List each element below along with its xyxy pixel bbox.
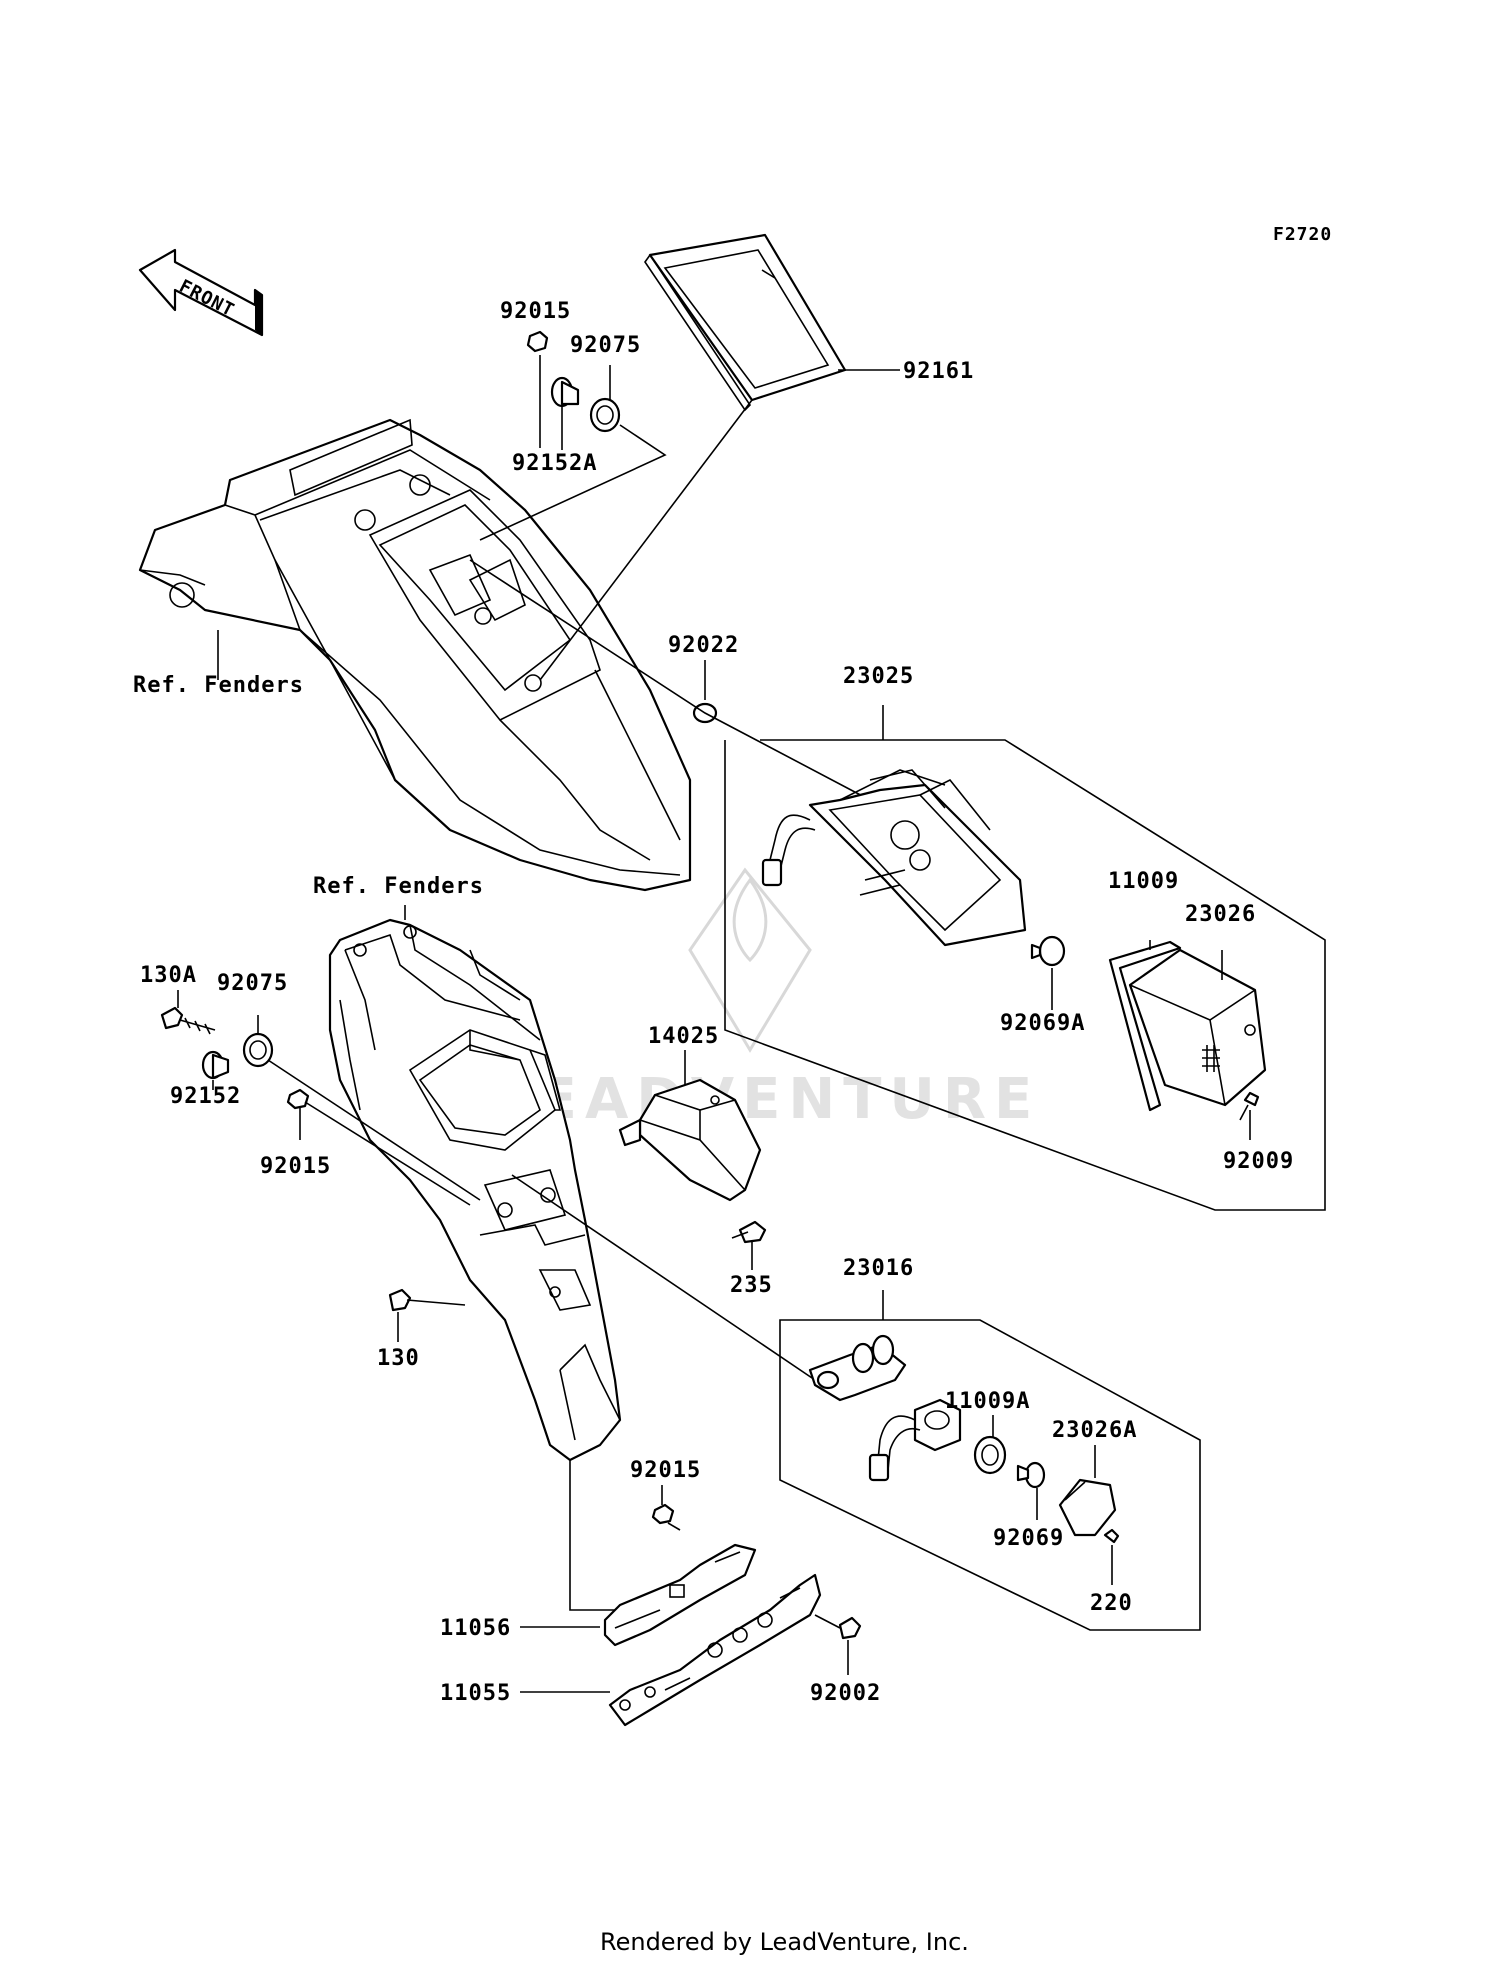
label-92069: 92069 xyxy=(993,1526,1064,1551)
reflector-frame-92161 xyxy=(644,233,847,412)
label-23025: 23025 xyxy=(843,664,914,689)
label-11009: 11009 xyxy=(1108,869,1179,894)
label-23026: 23026 xyxy=(1185,902,1256,927)
label-92152A: 92152A xyxy=(512,451,597,476)
upper-rear-fender xyxy=(138,418,692,892)
leader-washer-line xyxy=(469,559,871,801)
leader-grommet-to-fender xyxy=(479,424,667,541)
label-92015-bot: 92015 xyxy=(630,1458,701,1483)
label-92015-top: 92015 xyxy=(500,299,571,324)
leader-frame-to-fender xyxy=(539,399,753,681)
label-92152: 92152 xyxy=(170,1084,241,1109)
footer-credit: Rendered by LeadVenture, Inc. xyxy=(600,1928,969,1956)
gasket-11009 xyxy=(1108,940,1182,1112)
label-130: 130 xyxy=(377,1346,420,1371)
gasket-11009A xyxy=(973,1435,1007,1475)
label-92161: 92161 xyxy=(903,359,974,384)
label-92075-top: 92075 xyxy=(570,333,641,358)
callout-labels: 92015 92075 92152A 92161 92022 23025 110… xyxy=(133,299,1294,1706)
nut-92015-top xyxy=(526,330,549,353)
label-92022: 92022 xyxy=(668,633,739,658)
label-220: 220 xyxy=(1090,1591,1133,1616)
screw-92002 xyxy=(814,1614,862,1640)
label-11056: 11056 xyxy=(440,1616,511,1641)
bracket-11055 xyxy=(608,1573,822,1727)
tail-light-housing xyxy=(808,769,1027,947)
bracket-11056 xyxy=(603,1543,757,1647)
figure-code: F2720 xyxy=(1273,224,1332,245)
label-23026A: 23026A xyxy=(1052,1418,1137,1443)
lens-23026A xyxy=(1058,1478,1117,1537)
license-light-group-23016 xyxy=(511,1174,1201,1631)
label-11055: 11055 xyxy=(440,1681,511,1706)
label-23016: 23016 xyxy=(843,1256,914,1281)
label-14025: 14025 xyxy=(648,1024,719,1049)
leader-fender-to-bracket xyxy=(569,1460,615,1611)
license-light-bracket xyxy=(808,1334,907,1402)
label-92009: 92009 xyxy=(1223,1149,1294,1174)
label-92069A: 92069A xyxy=(1000,1011,1085,1036)
watermark-text: LEADVENTURE xyxy=(495,1067,1040,1132)
grommet-92075-mid xyxy=(242,1032,274,1068)
bolt-130 xyxy=(388,1288,466,1312)
label-11009A: 11009A xyxy=(945,1389,1030,1414)
nut-92015-bot xyxy=(651,1503,675,1525)
tail-light-group-23025 xyxy=(724,705,1326,1211)
label-92002: 92002 xyxy=(810,1681,881,1706)
label-92075-mid: 92075 xyxy=(217,971,288,996)
collar-92152 xyxy=(201,1050,230,1080)
label-ref-fenders-upper: Ref. Fenders xyxy=(133,673,304,698)
label-ref-fenders-lower: Ref. Fenders xyxy=(313,874,484,899)
collar-92152A xyxy=(550,376,580,408)
label-92015-mid: 92015 xyxy=(260,1154,331,1179)
leader-nut-mid xyxy=(304,1101,471,1206)
screw-235 xyxy=(731,1220,767,1244)
grommet-92075-top xyxy=(589,397,621,433)
label-130A: 130A xyxy=(140,963,197,988)
leader-nut-to-bracket xyxy=(667,1522,681,1531)
tail-light-wiring xyxy=(761,814,816,887)
lower-rear-fender xyxy=(328,918,622,1462)
screw-92009 xyxy=(1239,1091,1260,1121)
license-light-cover-14025 xyxy=(618,1078,762,1202)
screw-220 xyxy=(1103,1528,1120,1585)
nut-92015-mid xyxy=(286,1088,310,1110)
bolt-130A xyxy=(160,1006,216,1035)
bulb-92069A xyxy=(1030,935,1066,967)
license-light-socket xyxy=(868,1398,962,1482)
lens-23026 xyxy=(1128,948,1267,1107)
watermark: LEADVENTURE xyxy=(495,867,1040,1132)
bulb-92069 xyxy=(1016,1461,1046,1489)
front-arrow-icon: FRONT xyxy=(138,248,264,337)
leader-grommet-mid xyxy=(267,1059,481,1201)
label-235: 235 xyxy=(730,1273,773,1298)
